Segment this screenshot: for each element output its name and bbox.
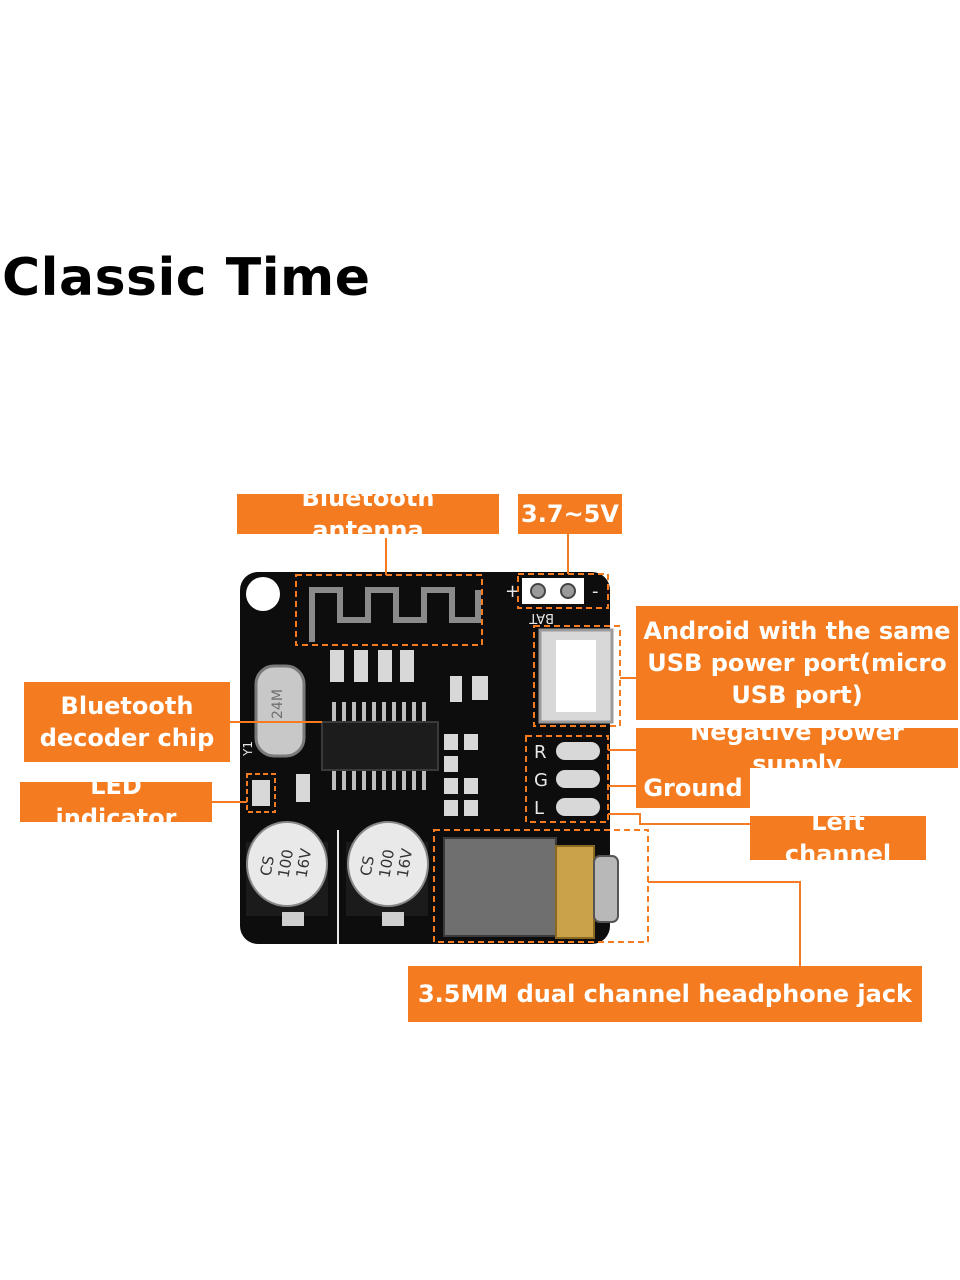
- label-headphone-jack: 3.5MM dual channel headphone jack: [408, 966, 922, 1022]
- y1-marking: Y1: [241, 741, 255, 757]
- capacitor-2: CS 100 16V: [346, 821, 429, 926]
- decoder-chip: [321, 721, 439, 771]
- jack-highlight-box: [433, 829, 649, 943]
- svg-text:16V: 16V: [292, 846, 315, 879]
- jack-opening: [593, 855, 619, 923]
- pin-g-label: G: [534, 770, 548, 791]
- leader-lines: [212, 532, 801, 966]
- led: [252, 780, 270, 806]
- jack-body: [443, 837, 557, 937]
- svg-text:100: 100: [375, 848, 398, 879]
- usb-slot: [556, 640, 596, 712]
- label-usb-port: Android with the same USB power port(mic…: [636, 606, 958, 720]
- label-bluetooth-decoder: Bluetooth decoder chip: [24, 682, 230, 762]
- svg-text:CS: CS: [357, 854, 378, 877]
- crystal-oscillator: [254, 664, 306, 758]
- pin-r-label: R: [534, 742, 547, 763]
- usb-highlight-box: [533, 625, 621, 727]
- smd-components: [296, 650, 488, 816]
- antenna-highlight-box: [295, 574, 483, 646]
- label-bluetooth-antenna: Bluetooth antenna: [237, 484, 499, 544]
- label-negative-power: Negative power supply: [636, 718, 958, 778]
- audio-output-pins: [556, 742, 600, 816]
- svg-text:16V: 16V: [393, 846, 416, 879]
- jack-gold-contact: [555, 845, 595, 939]
- minus-mark: -: [592, 581, 599, 602]
- capacitor-1: CS 100 16V: [246, 821, 328, 926]
- page-title: Classic Time: [2, 248, 371, 308]
- bat-pad-plus: [530, 583, 546, 599]
- power-highlight-box: [517, 573, 609, 609]
- svg-text:100: 100: [274, 848, 297, 879]
- svg-text:CS: CS: [257, 854, 278, 877]
- crystal-marking: 24M: [270, 689, 286, 719]
- label-ground: Ground: [636, 768, 750, 808]
- bat-pad-minus: [560, 583, 576, 599]
- rgl-highlight-box: [525, 735, 609, 823]
- pin-l-label: L: [534, 798, 544, 819]
- leader-jack: [648, 881, 801, 966]
- label-led-indicator: LED indicator: [20, 772, 212, 832]
- label-voltage: 3.7~5V: [518, 494, 622, 534]
- mounting-hole: [246, 577, 280, 611]
- label-left-channel: Left channel: [750, 808, 926, 868]
- led-highlight-box: [246, 773, 276, 813]
- bat-mark: BAT: [529, 610, 554, 625]
- leader-left: [608, 813, 752, 825]
- plus-mark: +: [505, 581, 520, 602]
- antenna-trace: [309, 587, 481, 642]
- chip-pins: [332, 702, 426, 790]
